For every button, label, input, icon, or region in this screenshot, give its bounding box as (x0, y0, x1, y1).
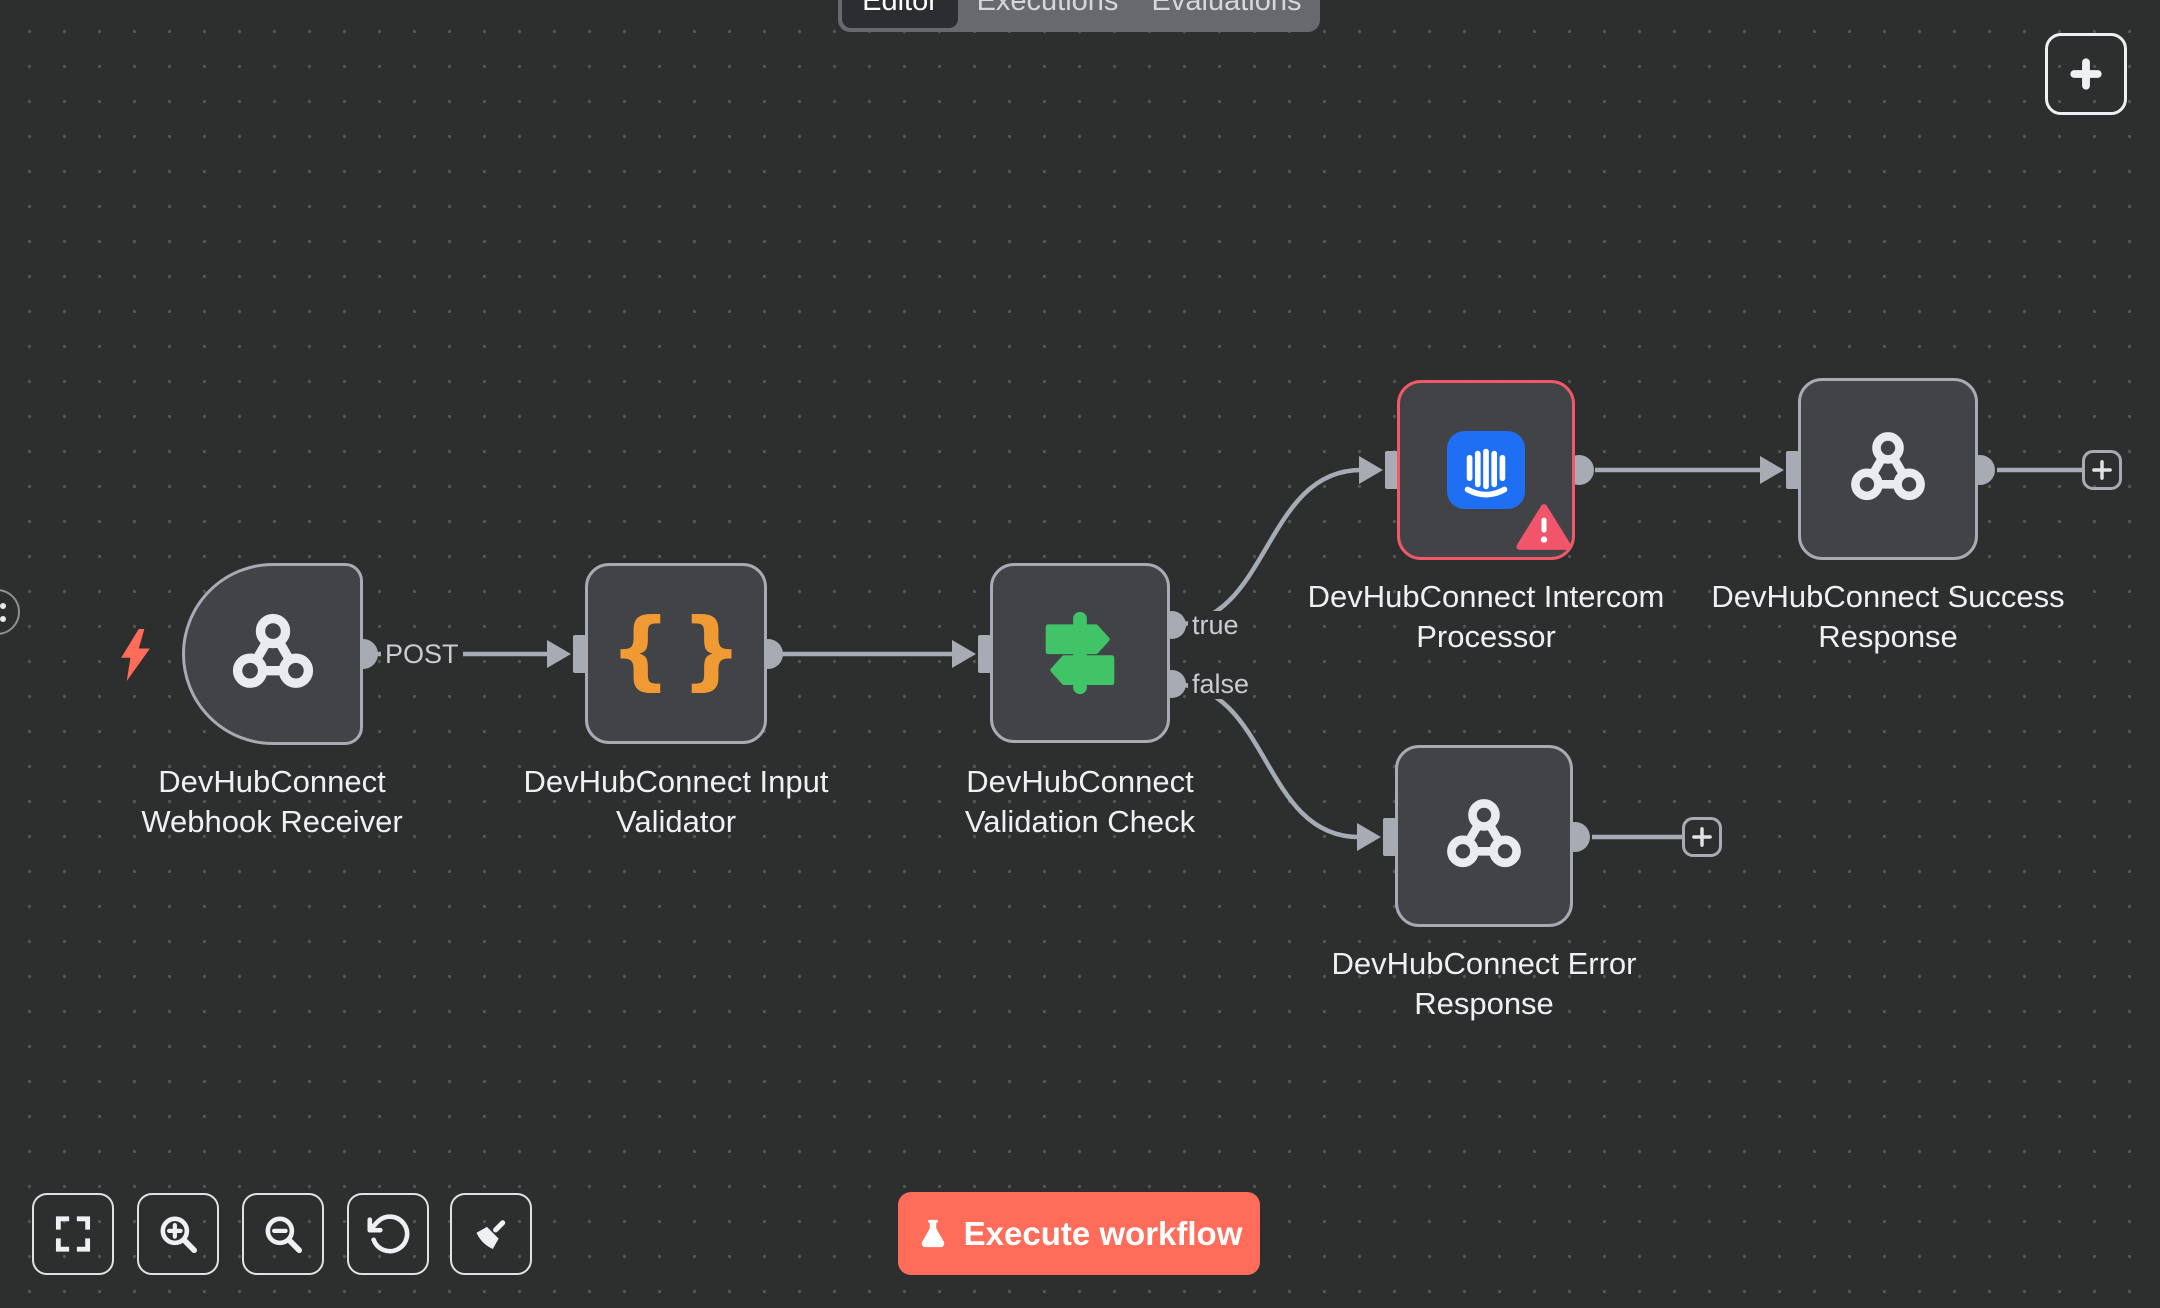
webhook-method-label: POST (381, 640, 463, 669)
dot (0, 616, 6, 622)
zoom-in-button[interactable] (137, 1193, 219, 1275)
node-webhook-receiver[interactable] (182, 563, 363, 745)
node-success-response[interactable] (1798, 378, 1978, 560)
add-node-button[interactable] (2045, 33, 2127, 115)
node-input-validator[interactable]: {} (585, 563, 767, 744)
tab-evaluations[interactable]: Evaluations (1151, 0, 1302, 17)
signpost-icon (1045, 611, 1115, 695)
webhook-respond-icon (1851, 432, 1925, 501)
node-error-response[interactable] (1395, 745, 1573, 927)
tidy-up-icon (476, 1220, 506, 1249)
intercom-icon (1447, 431, 1525, 509)
plus-icon (2070, 58, 2102, 90)
dot (0, 603, 6, 609)
execute-workflow-label: Execute workflow (963, 1214, 1243, 1252)
undo-icon (367, 1214, 410, 1254)
tidy-up-button[interactable] (450, 1193, 532, 1275)
node-label: DevHubConnect Intercom Processor (1307, 579, 1665, 654)
zoom-in-icon (160, 1216, 198, 1254)
node-label: DevHubConnect Success Response (1711, 579, 2065, 654)
node-label: DevHubConnect Error Response (1331, 946, 1637, 1021)
node-label: DevHubConnect Validation Check (964, 764, 1196, 839)
input-ports (547, 451, 1799, 856)
plus-icon (1692, 827, 1712, 847)
zoom-out-icon (265, 1216, 303, 1254)
tab-executions[interactable]: Executions (976, 0, 1119, 17)
plus-icon (2092, 460, 2112, 480)
webhook-respond-icon (1447, 799, 1521, 868)
output-false-label: false (1188, 670, 1254, 699)
node-label: DevHubConnect Input Validator (523, 764, 829, 839)
view-tabs: Editor Executions Evaluations (838, 0, 1320, 32)
flask-icon (921, 1219, 944, 1247)
warning-triangle-icon (1516, 504, 1572, 550)
add-connected-node-button[interactable] (2082, 450, 2122, 490)
code-braces-icon: {} (609, 599, 753, 700)
node-validation-check[interactable] (990, 563, 1170, 743)
zoom-to-fit-button[interactable] (32, 1193, 114, 1275)
zoom-to-fit-icon (55, 1216, 91, 1252)
node-label: DevHubConnect Webhook Receiver (141, 764, 403, 839)
webhook-icon (232, 613, 313, 688)
execute-workflow-button[interactable]: Execute workflow (898, 1192, 1260, 1275)
output-true-label: true (1188, 611, 1243, 640)
zoom-out-button[interactable] (242, 1193, 324, 1275)
trigger-bolt-icon[interactable] (121, 629, 151, 681)
tab-editor[interactable]: Editor (842, 0, 958, 28)
reset-zoom-button[interactable] (347, 1193, 429, 1275)
add-connected-node-button[interactable] (1682, 817, 1722, 857)
